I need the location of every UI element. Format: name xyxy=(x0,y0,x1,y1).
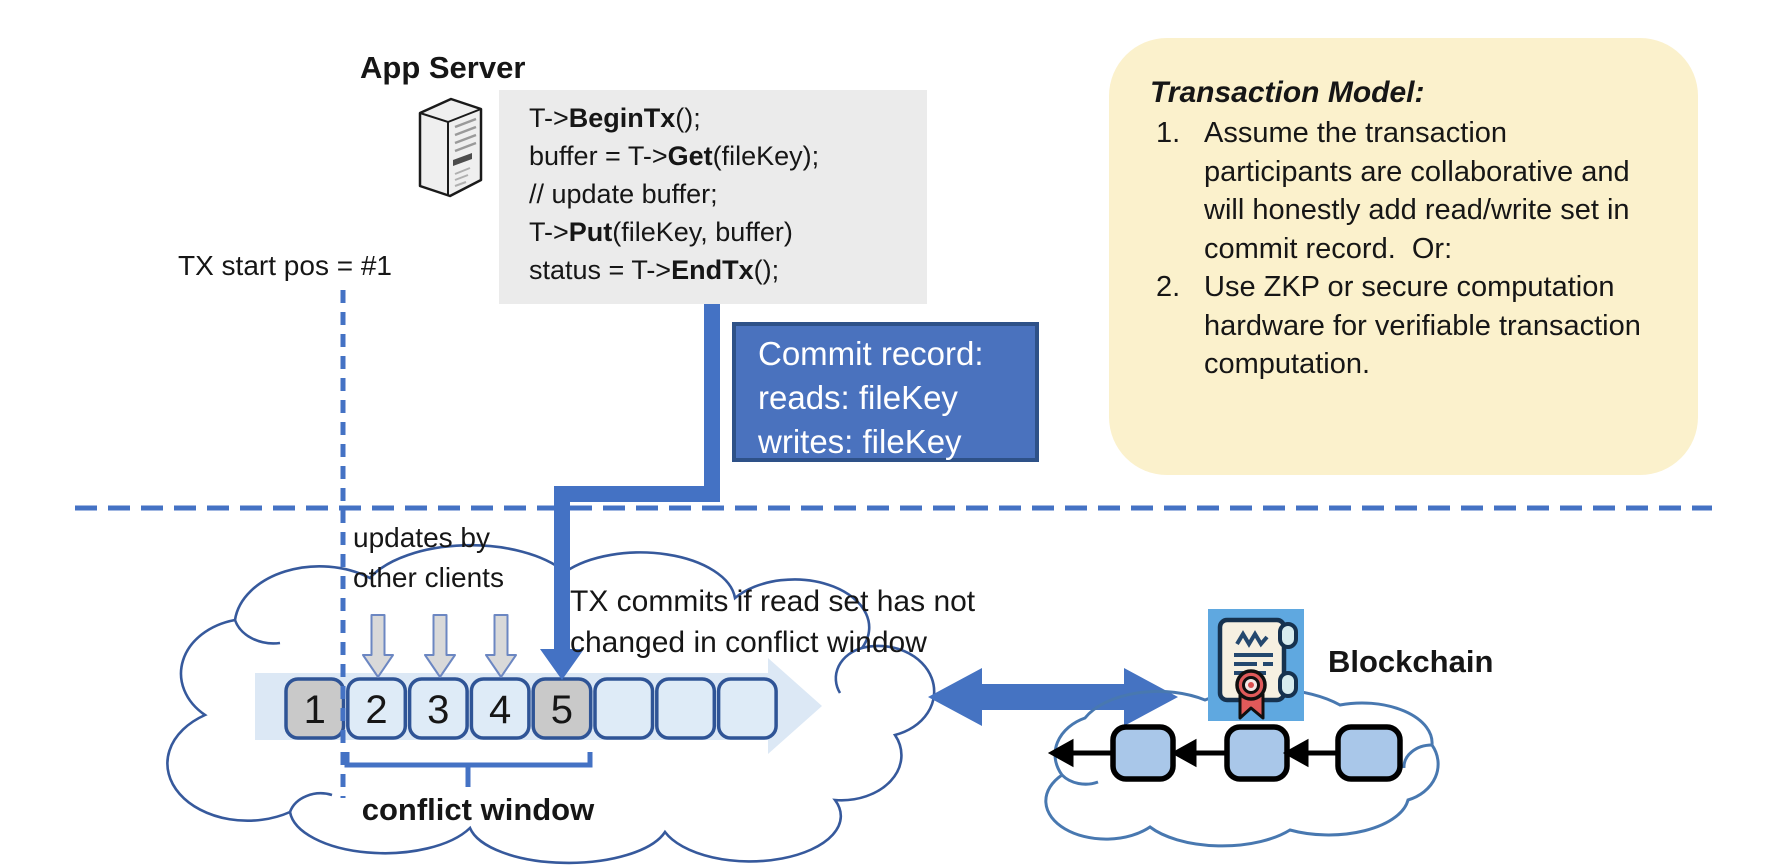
conflict-cloud xyxy=(166,543,936,865)
timeline-block-number: 3 xyxy=(427,688,449,732)
transaction-model-list: 1.Assume the transaction participants ar… xyxy=(1156,117,1649,380)
transaction-model-note xyxy=(1109,38,1698,475)
timeline-block-number: 1 xyxy=(304,688,326,732)
commit-arrowhead xyxy=(540,649,584,680)
conflict-window-label: conflict window xyxy=(361,792,595,827)
blockchain-cloud xyxy=(1044,687,1440,848)
transaction-code-block: T->BeginTx();buffer = T->Get(fileKey);//… xyxy=(499,90,927,304)
app-server-title: App Server xyxy=(360,50,526,85)
timeline-block xyxy=(469,677,531,740)
timeline-block xyxy=(716,677,778,740)
timeline-block-number: 4 xyxy=(489,688,511,732)
timeline-block-number: 5 xyxy=(551,688,573,732)
timeline-block xyxy=(655,677,717,740)
update-arrows xyxy=(362,614,517,678)
update-arrow-icon xyxy=(485,614,517,678)
update-arrow-icon xyxy=(424,614,456,678)
chain-block xyxy=(1224,724,1290,782)
timeline-block xyxy=(407,677,469,740)
conflict-window-bracket xyxy=(344,752,593,787)
commit-arrow xyxy=(540,302,720,680)
chain-block xyxy=(1335,724,1403,782)
server-tower-icon xyxy=(418,97,483,198)
smart-contract-certificate-icon xyxy=(1208,609,1304,721)
update-arrow-icon xyxy=(362,614,394,678)
chain-blocks xyxy=(1047,724,1403,782)
chain-block xyxy=(1110,724,1176,782)
timeline-block-number: 2 xyxy=(365,688,387,732)
blockchain-label: Blockchain xyxy=(1328,644,1494,679)
timeline-block xyxy=(593,677,655,740)
sync-double-arrow xyxy=(928,668,1178,726)
tx-start-pos-label: TX start pos = #1 xyxy=(178,250,392,281)
transaction-model-title: Transaction Model: xyxy=(1150,76,1425,109)
timeline-block xyxy=(346,677,408,740)
